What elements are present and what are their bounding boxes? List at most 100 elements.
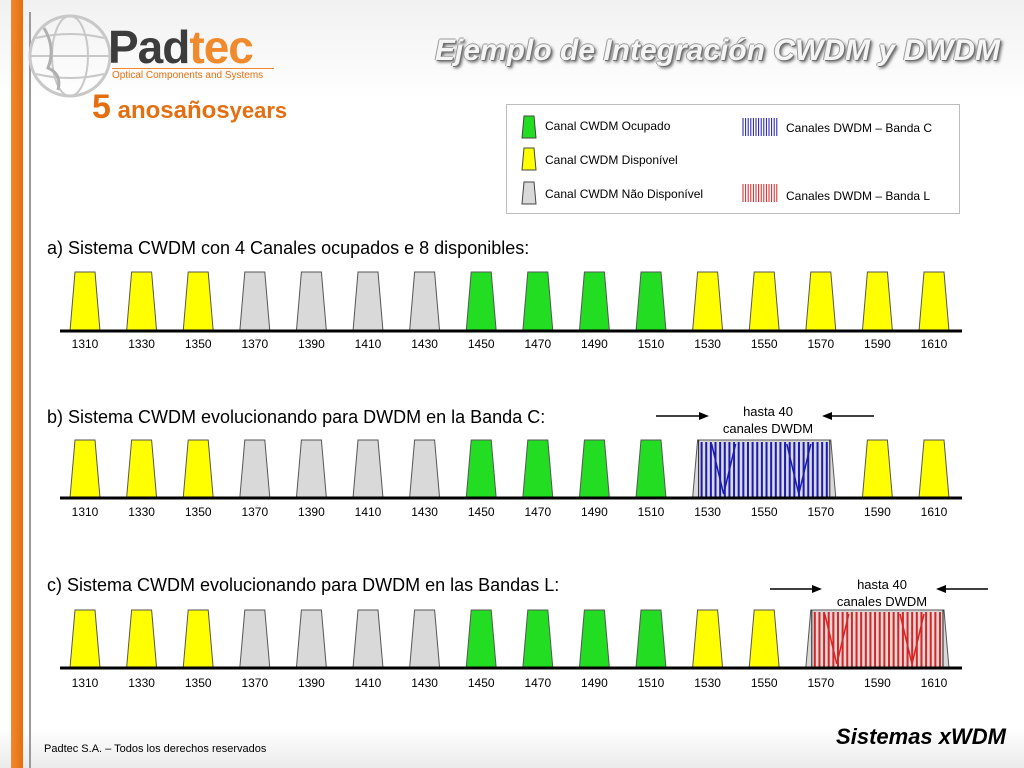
footer-copyright: Padtec S.A. – Todos los derechos reserva… bbox=[44, 743, 267, 755]
wavelength-label: 1550 bbox=[751, 337, 778, 351]
legend-occupied-swatch bbox=[521, 115, 537, 139]
wavelength-label: 1310 bbox=[72, 505, 99, 519]
gray-side-line bbox=[29, 12, 31, 768]
wavelength-label: 1310 bbox=[72, 676, 99, 690]
wavelength-label: 1510 bbox=[638, 337, 665, 351]
channel-available-1350 bbox=[182, 609, 214, 669]
channel-occupied-1470 bbox=[522, 609, 554, 669]
wavelength-label: 1390 bbox=[298, 337, 325, 351]
wavelength-label: 1370 bbox=[241, 676, 268, 690]
channel-available-1610 bbox=[918, 271, 950, 332]
wavelength-label: 1590 bbox=[864, 337, 891, 351]
channel-available-1330 bbox=[126, 271, 158, 332]
wavelength-label: 1570 bbox=[807, 676, 834, 690]
channel-occupied-1470 bbox=[522, 271, 554, 332]
wavelength-label: 1350 bbox=[185, 337, 212, 351]
padtec-logo-wordmark: Padtec bbox=[108, 21, 254, 73]
channel-available-1530 bbox=[692, 271, 724, 332]
channel-unavailable-1390 bbox=[295, 271, 327, 332]
wavelength-label: 1310 bbox=[72, 337, 99, 351]
wavelength-label: 1350 bbox=[185, 676, 212, 690]
channel-occupied-1490 bbox=[578, 439, 610, 499]
arrow-head-icon bbox=[936, 585, 946, 593]
wavelength-label: 1330 bbox=[128, 337, 155, 351]
channel-occupied-1490 bbox=[578, 271, 610, 332]
channel-unavailable-1410 bbox=[352, 439, 384, 499]
wavelength-label: 1490 bbox=[581, 505, 608, 519]
legend-available-label: Canal CWDM Disponível bbox=[545, 153, 678, 167]
arrow-head-icon bbox=[699, 412, 709, 420]
section-b-note: hasta 40 canales DWDM bbox=[722, 404, 814, 436]
channel-occupied-1450 bbox=[465, 609, 497, 669]
channel-occupied-1510 bbox=[635, 271, 667, 332]
section-c-note: hasta 40 canales DWDM bbox=[836, 577, 928, 609]
channel-occupied-1450 bbox=[465, 271, 497, 332]
legend-band-c-label: Canales DWDM – Banda C bbox=[786, 121, 933, 135]
channel-available-1550 bbox=[748, 271, 780, 332]
dwdm-channel-line bbox=[710, 443, 737, 495]
section-a-label: a) Sistema CWDM con 4 Canales ocupados e… bbox=[47, 238, 530, 258]
section-b-label: b) Sistema CWDM evolucionando para DWDM … bbox=[47, 407, 546, 427]
header-background bbox=[0, 0, 1024, 100]
globe-icon bbox=[28, 14, 112, 98]
channel-occupied-1510 bbox=[635, 609, 667, 669]
channel-available-1530 bbox=[692, 609, 724, 669]
channel-unavailable-1370 bbox=[239, 271, 271, 332]
footer-background bbox=[0, 728, 1024, 768]
wavelength-label: 1510 bbox=[638, 676, 665, 690]
legend-unavailable-swatch bbox=[521, 181, 537, 205]
wavelength-label: 1570 bbox=[807, 337, 834, 351]
wavelength-label: 1590 bbox=[864, 676, 891, 690]
legend-available-swatch bbox=[521, 147, 537, 171]
wavelength-label: 1610 bbox=[921, 676, 948, 690]
wavelength-label: 1370 bbox=[241, 337, 268, 351]
legend-unavailable-label: Canal CWDM Não Disponível bbox=[545, 187, 704, 201]
wavelength-label: 1470 bbox=[524, 505, 551, 519]
channel-unavailable-1410 bbox=[352, 271, 384, 332]
channel-available-1350 bbox=[182, 271, 214, 332]
channel-occupied-1450 bbox=[465, 439, 497, 499]
wavelength-label: 1590 bbox=[864, 505, 891, 519]
logo-rule bbox=[112, 68, 274, 69]
channel-available-1610 bbox=[918, 439, 950, 499]
channel-occupied-1510 bbox=[635, 439, 667, 499]
dwdm-band-region bbox=[692, 439, 837, 499]
wavelength-label: 1530 bbox=[694, 505, 721, 519]
channel-unavailable-1390 bbox=[295, 609, 327, 669]
section-c-label: c) Sistema CWDM evolucionando para DWDM … bbox=[47, 575, 560, 595]
channel-available-1310 bbox=[69, 439, 101, 499]
orange-side-bar bbox=[11, 0, 23, 768]
channel-unavailable-1430 bbox=[409, 609, 441, 669]
dwdm-channel-line bbox=[786, 443, 812, 495]
legend-band-l-label: Canales DWDM – Banda L bbox=[786, 189, 931, 203]
dwdm-channel-line bbox=[899, 613, 925, 665]
wavelength-label: 1370 bbox=[241, 505, 268, 519]
channel-unavailable-1370 bbox=[239, 439, 271, 499]
wavelength-label: 1530 bbox=[694, 676, 721, 690]
channel-available-1330 bbox=[126, 439, 158, 499]
wavelength-label: 1430 bbox=[411, 676, 438, 690]
dwdm-channel-line bbox=[824, 613, 850, 665]
slide-title: Ejemplo de Integración CWDM y DWDM bbox=[434, 34, 1000, 67]
logo-subtitle: Optical Components and Systems bbox=[112, 70, 264, 81]
channel-available-1350 bbox=[182, 439, 214, 499]
arrow-head-icon bbox=[822, 412, 832, 420]
channel-unavailable-1430 bbox=[409, 271, 441, 332]
channel-unavailable-1410 bbox=[352, 609, 384, 669]
wavelength-label: 1510 bbox=[638, 505, 665, 519]
wavelength-label: 1490 bbox=[581, 337, 608, 351]
wavelength-label: 1390 bbox=[298, 505, 325, 519]
wavelength-label: 1350 bbox=[185, 505, 212, 519]
channel-unavailable-1390 bbox=[295, 439, 327, 499]
wavelength-label: 1390 bbox=[298, 676, 325, 690]
wavelength-label: 1430 bbox=[411, 337, 438, 351]
channel-available-1570 bbox=[805, 271, 837, 332]
channel-available-1590 bbox=[861, 271, 893, 332]
channel-available-1550 bbox=[748, 609, 780, 669]
dwdm-band-region bbox=[805, 609, 950, 669]
channel-available-1590 bbox=[861, 439, 893, 499]
wavelength-label: 1430 bbox=[411, 505, 438, 519]
